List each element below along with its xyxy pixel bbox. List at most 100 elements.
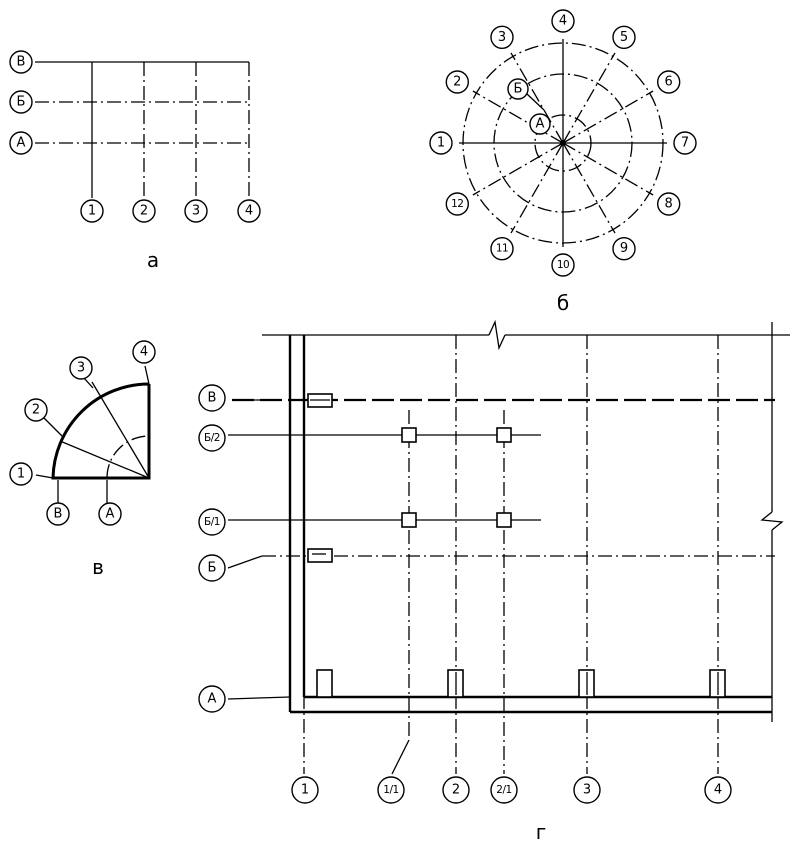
radial-axis-marker-9: 9 xyxy=(612,236,636,261)
radial-axis-marker-10: 10 xyxy=(551,253,575,277)
radial-axis-line-2 xyxy=(472,90,564,144)
svg-text:3: 3 xyxy=(192,204,200,219)
radial-axis-marker-4: 4 xyxy=(551,9,575,33)
axis-marker-a: А xyxy=(98,502,122,526)
panel-d-caption: г xyxy=(536,820,547,844)
axis-marker-2: 2 xyxy=(24,398,48,422)
svg-text:4: 4 xyxy=(559,14,567,29)
svg-text:11: 11 xyxy=(496,243,508,255)
radial-line-2 xyxy=(59,440,150,479)
radial-axis-line-8 xyxy=(562,142,654,196)
radial-axis-line-6 xyxy=(562,90,654,144)
svg-text:2: 2 xyxy=(453,75,461,90)
right-break-symbol xyxy=(760,511,784,531)
axis-marker-col-1: 1 xyxy=(291,776,319,804)
interior-column-4 xyxy=(496,512,512,528)
leader-line-b xyxy=(526,93,545,111)
axis-marker-v: В xyxy=(46,502,70,526)
axis-marker-ring-a: А xyxy=(529,113,551,135)
svg-text:12: 12 xyxy=(451,198,463,210)
axis-marker-col-3: 3 xyxy=(573,776,601,804)
radial-lines xyxy=(459,39,667,247)
svg-text:7: 7 xyxy=(681,136,689,151)
panel-d: В Б/2 Б/1 Б А 1 1/1 2 2/1 3 4 г xyxy=(198,319,790,844)
svg-text:2: 2 xyxy=(452,783,460,798)
leader-col-1-1 xyxy=(391,739,410,775)
axis-marker-row-b: Б xyxy=(198,554,226,582)
axis-marker-1: 1 xyxy=(9,462,33,486)
inner-arc-a xyxy=(106,435,150,479)
leader-1 xyxy=(35,474,54,479)
leader-2 xyxy=(43,417,63,437)
leader-3 xyxy=(83,377,94,389)
axis-marker-col-4: 4 xyxy=(237,199,261,223)
axis-marker-col-3: 3 xyxy=(184,199,208,223)
svg-text:А: А xyxy=(208,692,217,707)
svg-text:5: 5 xyxy=(620,30,628,45)
svg-text:В: В xyxy=(54,507,63,522)
radial-axis-marker-3: 3 xyxy=(490,25,514,49)
panel-c: 1 2 3 4 В А в xyxy=(9,340,156,579)
svg-text:А: А xyxy=(536,117,545,132)
svg-text:В: В xyxy=(17,55,26,70)
axis-marker-3: 3 xyxy=(69,356,93,380)
axis-marker-row-a: А xyxy=(9,131,33,155)
svg-text:4: 4 xyxy=(140,345,148,360)
radial-axis-marker-2: 2 xyxy=(445,70,469,94)
svg-text:Б/2: Б/2 xyxy=(204,432,220,444)
svg-text:3: 3 xyxy=(498,30,506,45)
interior-column-2 xyxy=(496,427,512,443)
svg-text:9: 9 xyxy=(620,241,628,256)
svg-text:10: 10 xyxy=(557,259,569,271)
axis-marker-4: 4 xyxy=(132,340,156,364)
svg-text:2: 2 xyxy=(32,403,40,418)
svg-text:3: 3 xyxy=(77,361,85,376)
svg-text:Б: Б xyxy=(17,95,26,110)
svg-text:Б/1: Б/1 xyxy=(204,516,220,528)
svg-text:А: А xyxy=(106,507,115,522)
svg-text:Б: Б xyxy=(208,561,217,576)
radial-axis-marker-5: 5 xyxy=(612,25,636,49)
radial-axis-marker-6: 6 xyxy=(657,70,681,94)
interior-column-3 xyxy=(401,512,417,528)
radial-axis-marker-7: 7 xyxy=(673,131,697,155)
axis-marker-col-1: 1 xyxy=(80,199,104,223)
radial-axis-line-3 xyxy=(510,52,564,144)
svg-text:8: 8 xyxy=(665,197,673,212)
axis-marker-row-v: В xyxy=(198,384,226,412)
interior-column-1 xyxy=(401,427,417,443)
wall-column-a1 xyxy=(316,669,333,698)
panel-a: В Б А 1 2 3 4 а xyxy=(9,50,261,272)
axis-marker-col-2: 2 xyxy=(442,776,470,804)
svg-text:2/1: 2/1 xyxy=(496,784,511,796)
svg-text:1: 1 xyxy=(301,783,309,798)
svg-text:В: В xyxy=(208,391,217,406)
svg-text:4: 4 xyxy=(714,783,722,798)
axis-marker-row-b2: Б/2 xyxy=(198,424,226,452)
radial-axis-line-5 xyxy=(562,52,616,144)
svg-text:1: 1 xyxy=(88,204,96,219)
svg-text:Б: Б xyxy=(514,82,523,97)
svg-text:2: 2 xyxy=(140,204,148,219)
wall-column-b xyxy=(307,548,333,563)
svg-text:4: 4 xyxy=(245,204,253,219)
leader-row-b xyxy=(227,555,263,569)
radial-axis-marker-11: 11 xyxy=(490,236,514,261)
axis-marker-col-2-1: 2/1 xyxy=(490,776,518,804)
svg-text:1: 1 xyxy=(17,467,25,482)
radial-axis-line-11 xyxy=(510,142,564,234)
panel-a-caption: а xyxy=(147,248,159,272)
radial-line-3 xyxy=(91,381,150,479)
panel-c-caption: в xyxy=(92,555,104,579)
radial-axis-marker-12: 12 xyxy=(445,192,469,216)
axis-marker-col-1-1: 1/1 xyxy=(377,776,405,804)
axis-marker-row-a: А xyxy=(198,685,226,713)
axis-marker-row-b: Б xyxy=(9,90,33,114)
axis-marker-col-2: 2 xyxy=(132,199,156,223)
quarter-sector-outline xyxy=(51,382,151,480)
radial-axis-marker-1: 1 xyxy=(429,131,453,155)
radial-axis-line-12 xyxy=(472,142,564,196)
svg-text:А: А xyxy=(17,136,26,151)
